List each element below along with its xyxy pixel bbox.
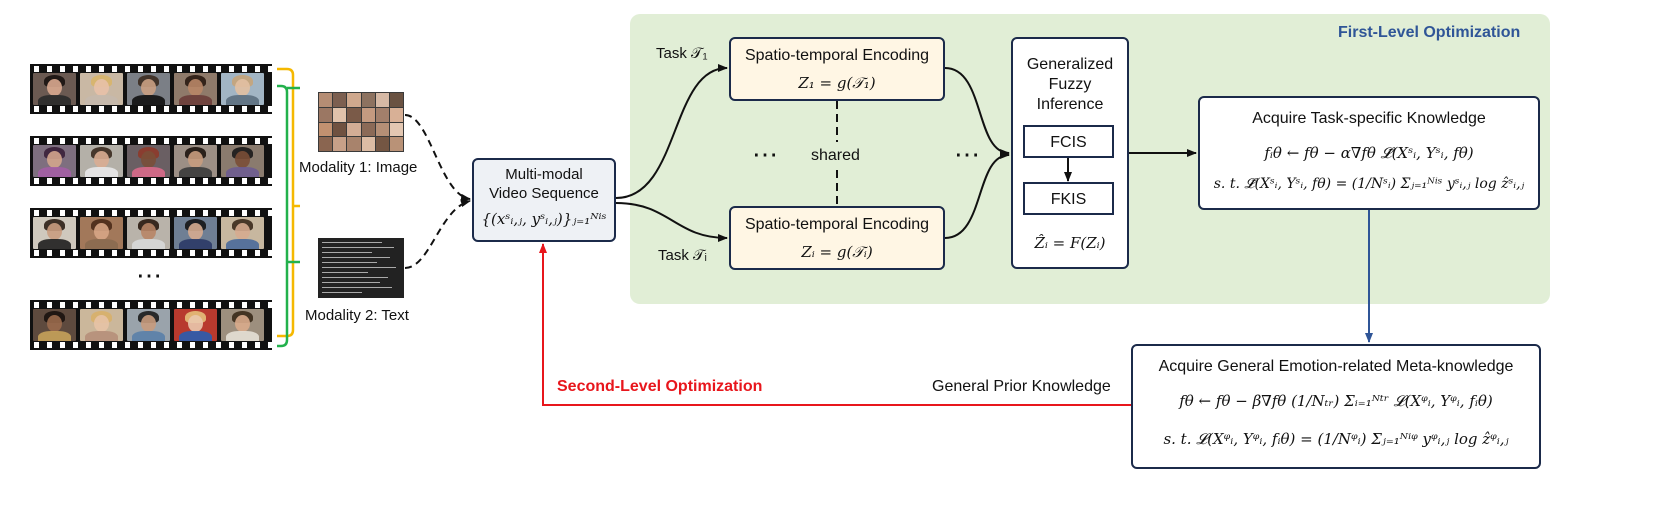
fcis-label: FCIS [1050,134,1087,151]
film-strip-4 [30,300,272,350]
video-sequence-box: Multi-modal Video Sequence {(xˢᵢ,ⱼ, yˢᵢ,… [472,158,616,242]
task-knowledge-formula-2: s. t. 𝓛̃(Xˢᵢ, Yˢᵢ, fθ) = (1/Nˢᵢ) Σⱼ₌₁ᴺⁱˢ… [1213,176,1525,192]
encoding-box-1: Spatio-temporal Encoding Z₁ = g(𝒯₁) [729,37,945,101]
task-knowledge-box: Acquire Task-specific Knowledge fᵢθ ← fθ… [1198,96,1540,210]
green-bracket [277,84,289,348]
text-to-sequence-arrow [404,199,471,269]
prior-knowledge-label: General Prior Knowledge [932,378,1111,395]
text-modality-thumbnail [318,238,404,298]
task-i-label: Task 𝒯ᵢ [658,247,707,264]
gfi-line3: Inference [1036,96,1104,113]
shared-label: shared [811,147,860,164]
second-level-label: Second-Level Optimization [557,378,763,395]
image-to-sequence-arrow [404,114,471,202]
strip-ellipsis: ⋯ [136,260,162,290]
meta-knowledge-title: Acquire General Emotion-related Meta-kno… [1158,358,1514,375]
encoding-i-title: Spatio-temporal Encoding [744,216,930,233]
image-modality-thumbnail [318,92,404,152]
film-strip-3 [30,208,272,258]
meta-knowledge-formula-2: s. t. 𝓛(Xᵠᵢ, Yᵠᵢ, fᵢθ) = (1/Nᵠᵢ) Σⱼ₌₁ᴺⁱᵠ… [1163,430,1509,448]
meta-knowledge-box: Acquire General Emotion-related Meta-kno… [1131,344,1541,469]
task-knowledge-title: Acquire Task-specific Knowledge [1252,110,1486,127]
film-strip-1 [30,64,272,114]
gfi-line2: Fuzzy [1048,76,1092,93]
task-knowledge-formula-1: fᵢθ ← fθ − α∇fθ 𝓛̃(Xˢᵢ, Yˢᵢ, fθ) [1264,144,1474,162]
modality-1-label: Modality 1: Image [299,159,418,176]
video-seq-line1: Multi-modal [505,166,583,183]
gfi-formula: Ẑᵢ = F(Zᵢ) [1034,234,1106,252]
first-level-title: First-Level Optimization [1338,24,1521,41]
dots-right: ⋯ [954,139,980,169]
video-seq-line2: Video Sequence [489,185,599,202]
encoding-1-title: Spatio-temporal Encoding [744,47,930,64]
encoding-i-formula: Zᵢ = g(𝒯ᵢ) [801,243,873,261]
gfi-line1: Generalized [1026,56,1114,73]
modality-2-label: Modality 2: Text [305,307,409,324]
film-strip-2 [30,136,272,186]
video-seq-formula: {(xˢᵢ,ⱼ, yˢᵢ,ⱼ)}ⱼ₌₁ᴺⁱˢ [481,210,607,228]
fkis-box: FKIS [1023,182,1114,215]
meta-knowledge-formula-1: fθ ← fθ − β∇fθ (1/Nₜᵣ) Σᵢ₌₁ᴺᵗʳ 𝓛(Xᵠᵢ, Yᵠ… [1179,392,1493,410]
encoding-box-i: Spatio-temporal Encoding Zᵢ = g(𝒯ᵢ) [729,206,945,270]
task-1-label: Task 𝒯₁ [656,45,708,62]
fkis-label: FKIS [1050,191,1087,208]
fcis-box: FCIS [1023,125,1114,158]
encoding-1-formula: Z₁ = g(𝒯₁) [798,74,876,92]
dots-left: ⋯ [752,139,778,169]
yellow-bracket [277,67,295,338]
